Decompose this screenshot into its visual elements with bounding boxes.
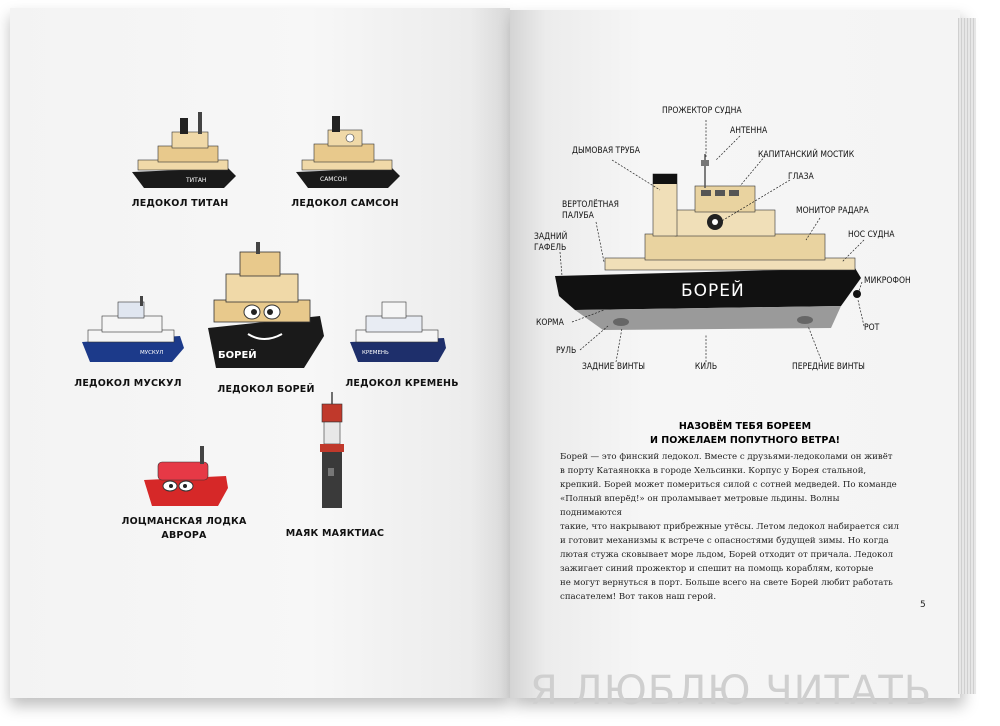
muskul-hull-name: МУСКУЛ	[140, 350, 163, 356]
lighthouse-illustration	[320, 392, 344, 508]
borey-hull-name: БОРЕЙ	[218, 348, 257, 361]
story-title-line1: НАЗОВЁМ ТЕБЯ БОРЕЕМ	[678, 421, 812, 432]
label-rudder: РУЛЬ	[556, 346, 577, 356]
pilot-boat-avrora-illustration	[144, 446, 228, 506]
label-microphone: МИКРОФОН	[864, 276, 911, 286]
label-gaff-line2: ГАФЕЛЬ	[534, 243, 567, 253]
label-searchlight: ПРОЖЕКТОР СУДНА	[662, 106, 742, 116]
icebreaker-samson-illustration: САМСОН	[296, 116, 400, 188]
caption-avrora-line1: ЛОЦМАНСКАЯ ЛОДКА	[121, 516, 247, 527]
page-edge	[958, 18, 976, 694]
story-line: Борей — это финский ледокол. Вместе с др…	[560, 452, 893, 462]
icebreaker-muskul-illustration: МУСКУЛ	[82, 296, 184, 362]
story-title-line2: И ПОЖЕЛАЕМ ПОПУТНОГО ВЕТРА!	[650, 435, 840, 446]
caption-titan: ЛЕДОКОЛ ТИТАН	[131, 198, 229, 209]
page-number: 5	[920, 600, 926, 610]
caption-kremen: ЛЕДОКОЛ КРЕМЕНЬ	[345, 378, 459, 389]
watermark-text: Я ЛЮБЛЮ ЧИТАТЬ	[530, 668, 933, 714]
story-line: в порту Катаянокка в городе Хельсинки. К…	[560, 466, 867, 476]
caption-muskul: ЛЕДОКОЛ МУСКУЛ	[74, 378, 182, 389]
right-page	[510, 10, 960, 698]
label-radar: МОНИТОР РАДАРА	[796, 206, 869, 216]
icebreaker-borey-illustration: БОРЕЙ	[208, 242, 324, 368]
story-line: не могут вернуться в порт. Больше всего …	[560, 578, 893, 588]
label-helideck-line2: ПАЛУБА	[562, 211, 594, 221]
label-bridge: КАПИТАНСКИЙ МОСТИК	[758, 150, 855, 160]
label-keel: КИЛЬ	[694, 362, 718, 372]
borey-diagram-ship: БОРЕЙ	[555, 154, 861, 330]
label-bow: НОС СУДНА	[848, 230, 895, 240]
kremen-hull-name: КРЕМЕНЬ	[362, 350, 389, 356]
diagram-ship-name: БОРЕЙ	[681, 279, 745, 301]
icebreaker-kremen-illustration: КРЕМЕНЬ	[350, 301, 446, 362]
label-stern: КОРМА	[536, 318, 564, 328]
samson-hull-name: САМСОН	[320, 176, 347, 183]
caption-avrora-line2: АВРОРА	[161, 530, 207, 541]
caption-lighthouse: МАЯК МАЯКТИАС	[285, 528, 385, 539]
label-antenna: АНТЕННА	[730, 126, 768, 136]
label-funnel: ДЫМОВАЯ ТРУБА	[572, 146, 640, 156]
story-line: «Полный вперёд!» он проламывает метровые…	[560, 494, 840, 518]
story-line: крепкий. Борей может помериться силой с …	[560, 480, 897, 490]
label-eyes: ГЛАЗА	[788, 172, 814, 182]
story-line: зажигает синий прожектор и спешит на пом…	[560, 564, 874, 574]
label-gaff-line1: ЗАДНИЙ	[534, 232, 568, 242]
icebreaker-titan-illustration: ТИТАН	[132, 112, 236, 188]
caption-borey: ЛЕДОКОЛ БОРЕЙ	[217, 384, 315, 395]
titan-hull-name: ТИТАН	[185, 177, 206, 184]
label-rear-props: ЗАДНИЕ ВИНТЫ	[582, 362, 645, 372]
label-helideck-line1: ВЕРТОЛЁТНАЯ	[562, 200, 619, 210]
story-line: и готовит механизмы к встрече с опасност…	[560, 536, 889, 546]
caption-samson: ЛЕДОКОЛ САМСОН	[291, 198, 399, 209]
story-title: НАЗОВЁМ ТЕБЯ БОРЕЕМ И ПОЖЕЛАЕМ ПОПУТНОГО…	[575, 420, 915, 448]
story-line: спасателем! Вот таков наш герой.	[560, 592, 717, 602]
story-line: такие, что накрывают прибрежные утёсы. Л…	[560, 522, 899, 532]
label-mouth: РОТ	[864, 323, 880, 333]
story-text: Борей — это финский ледокол. Вместе с др…	[560, 450, 900, 604]
label-front-props: ПЕРЕДНИЕ ВИНТЫ	[792, 362, 865, 372]
story-line: лютая стужа сковывает море льдом, Борей …	[560, 550, 894, 560]
